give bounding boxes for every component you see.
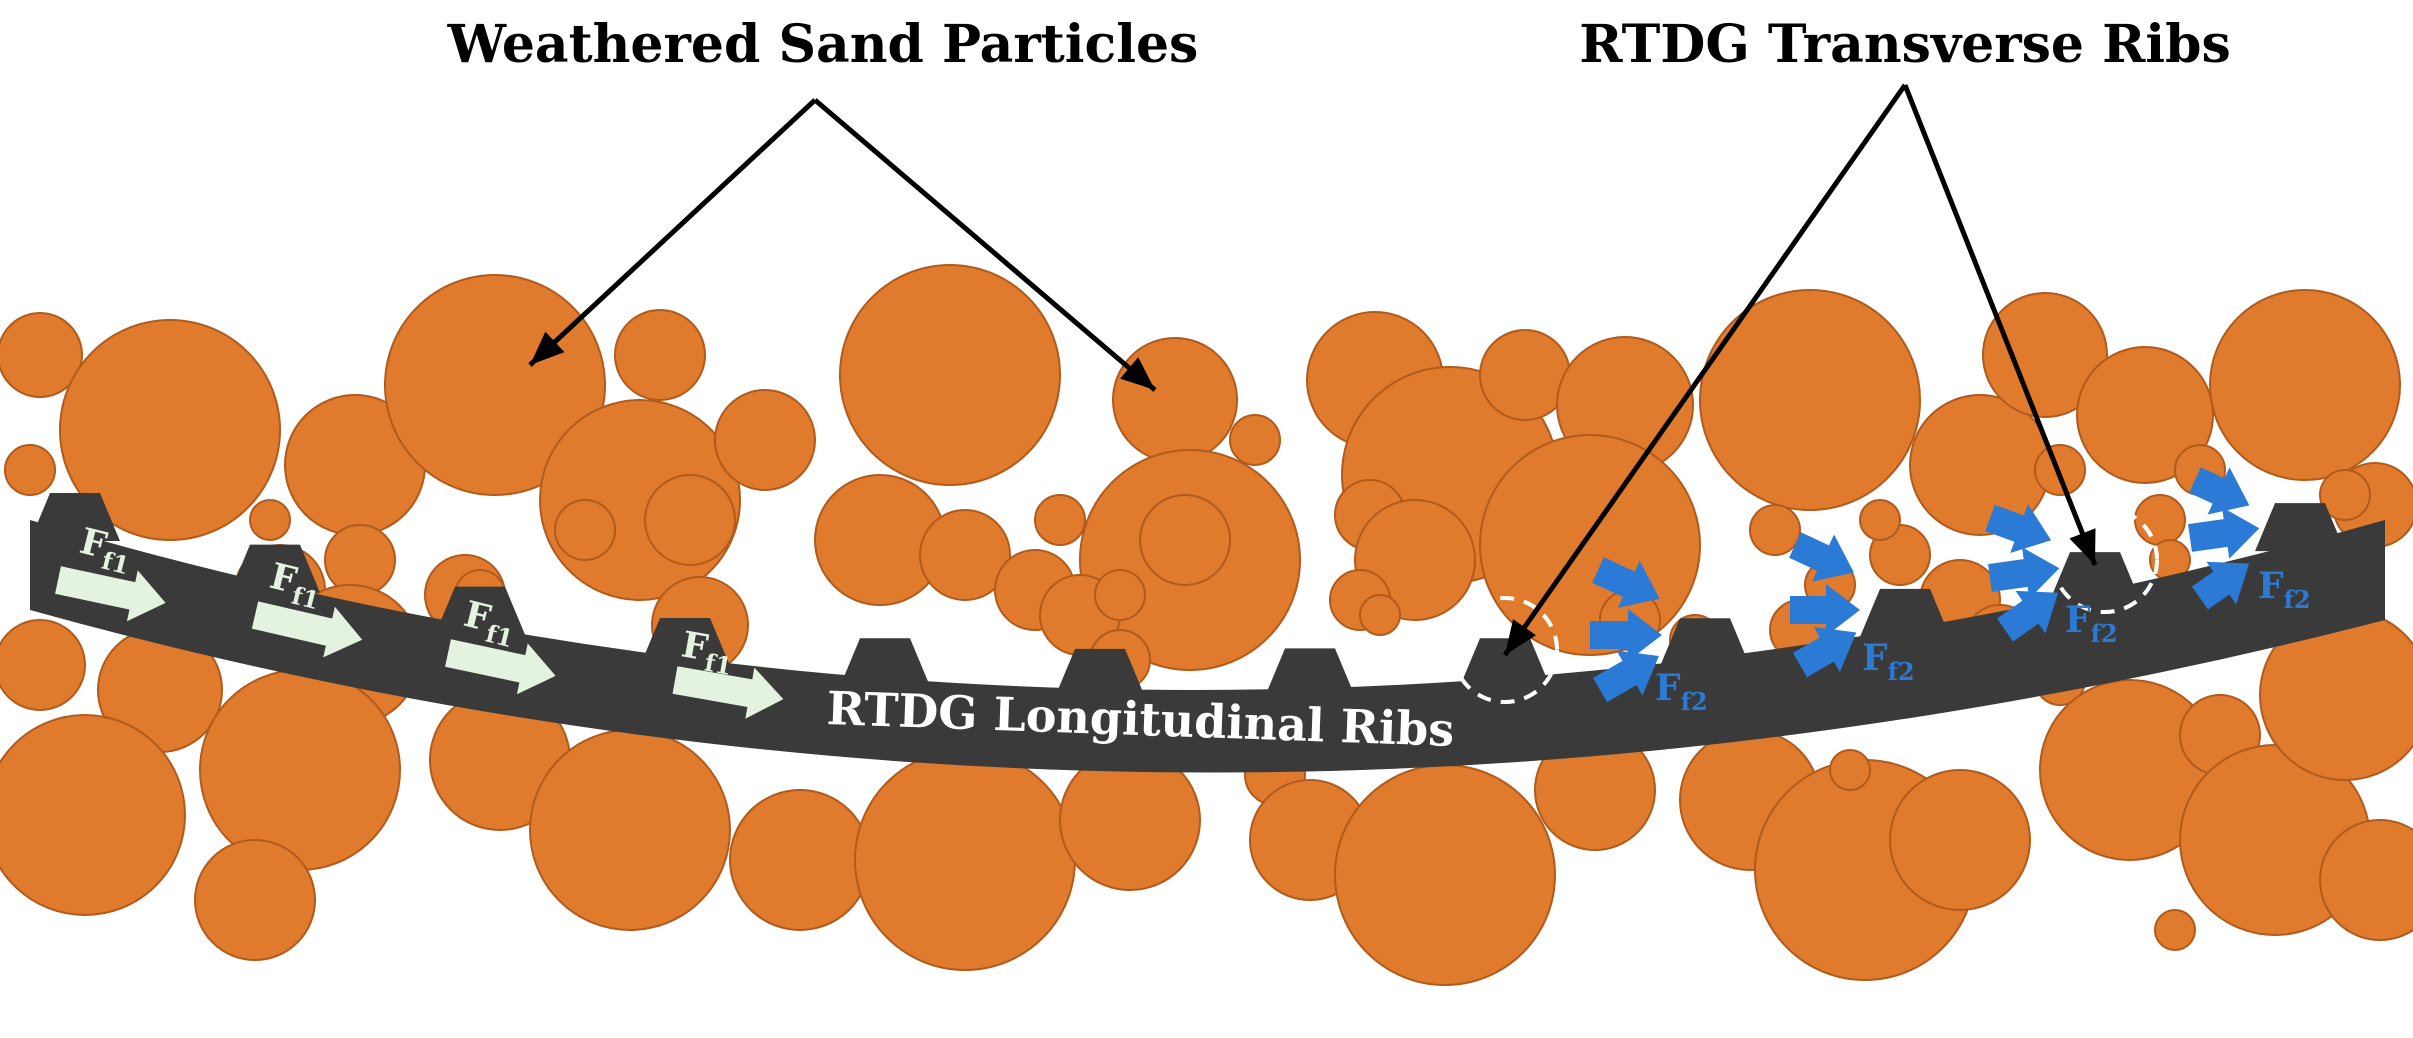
force-arrow (1985, 504, 2052, 554)
sand-particle (384, 274, 606, 496)
sand-particle (1094, 569, 1146, 621)
sand-particle (2319, 469, 2371, 521)
force-label: Ff2 (2065, 599, 2118, 648)
transverse-rib (1860, 588, 1950, 637)
sand-particle (249, 499, 291, 541)
leader-rib-right (1902, 84, 2098, 566)
sand-particle (2154, 909, 2196, 951)
sand-particle (919, 509, 1011, 601)
transverse-ribs (30, 493, 2345, 697)
transverse-rib (1660, 618, 1750, 667)
transverse-rib (2255, 503, 2345, 552)
sand-particle (194, 839, 316, 961)
transverse-rib (2050, 552, 2140, 601)
leader-sand-right (813, 98, 1157, 392)
force-arrow (445, 639, 556, 695)
force-f1-arrows (55, 566, 784, 719)
transverse-rib (840, 638, 930, 687)
arrowhead-rib-left (1505, 619, 1536, 655)
transverse-rib (230, 544, 320, 593)
transverse-rib (435, 586, 525, 635)
sand-particle (2076, 346, 2214, 484)
dashed-circle-right (2051, 506, 2159, 614)
force-arrow (1790, 584, 1860, 636)
force-label: Ff1 (677, 624, 737, 681)
sand-particle (2319, 819, 2413, 941)
sand-particle (854, 749, 1076, 971)
sand-particle (1034, 494, 1086, 546)
sand-particle (714, 389, 816, 491)
sand-particle (0, 312, 83, 398)
sand-particle (614, 309, 706, 401)
leader-rib-left (1502, 83, 1908, 657)
sand-particle (1139, 494, 1231, 586)
transverse-rib (1460, 638, 1550, 687)
arrowhead-rib-right (2069, 528, 2096, 565)
force-arrow (1789, 532, 1854, 582)
force-arrow (1793, 626, 1857, 678)
arrowhead-sand-left (530, 331, 565, 365)
transverse-rib (640, 617, 730, 666)
sand-particle (1359, 594, 1401, 636)
sand-particle (4, 444, 56, 496)
force-label: Ff2 (2258, 565, 2311, 614)
transverse-rib (1265, 648, 1355, 697)
force-arrow (672, 666, 784, 719)
transverse-rib (30, 493, 120, 542)
force-arrow (1592, 557, 1660, 608)
sand-particle (1699, 289, 1921, 511)
force-arrow (1996, 590, 2059, 642)
dashed-circle-left (1451, 596, 1559, 704)
sand-particle (1982, 292, 2108, 418)
force-arrow (2188, 507, 2260, 559)
sand-particle (2209, 289, 2401, 481)
leader-sand-left (528, 98, 817, 367)
rtdg-geogrid-band (30, 520, 2385, 773)
sand-particle (324, 524, 396, 596)
transverse-rib (1055, 648, 1145, 697)
sand-particle (1829, 749, 1871, 791)
sand-particle (529, 729, 731, 931)
force-arrow (2191, 561, 2250, 610)
force-arrow (55, 566, 166, 622)
sand-particle (1859, 499, 1901, 541)
sand-particle (839, 264, 1061, 486)
sand-particle (1229, 414, 1281, 466)
label-weathered-sand: Weathered Sand Particles (447, 14, 1199, 75)
arrowhead-sand-right (1120, 357, 1155, 390)
sand-particle (554, 499, 616, 561)
force-label: Ff1 (74, 520, 137, 580)
sand-particle (644, 474, 736, 566)
force-label: Ff2 (1862, 637, 1915, 686)
force-arrow (1590, 609, 1662, 661)
force-label: Ff2 (1655, 667, 1708, 716)
sand-particle (0, 714, 186, 916)
sand-particle (199, 669, 401, 871)
sand-particle (1749, 504, 1801, 556)
label-transverse-ribs: RTDG Transverse Ribs (1579, 14, 2230, 75)
sand-particle (1334, 764, 1556, 986)
sand-particle (0, 619, 86, 711)
sand-particle (729, 789, 871, 931)
force-arrow (251, 601, 363, 658)
sand-particle (1889, 769, 2031, 911)
rib-highlight-circles (1451, 506, 2159, 704)
sand-particle (59, 319, 281, 541)
force-arrow (2189, 467, 2250, 515)
force-arrow (1988, 547, 2060, 599)
leader-lines (528, 83, 2098, 657)
sand-particle (2134, 494, 2186, 546)
force-f2-arrows (1590, 467, 2260, 703)
force-arrow (1593, 650, 1659, 703)
sand-particle (1112, 337, 1238, 463)
